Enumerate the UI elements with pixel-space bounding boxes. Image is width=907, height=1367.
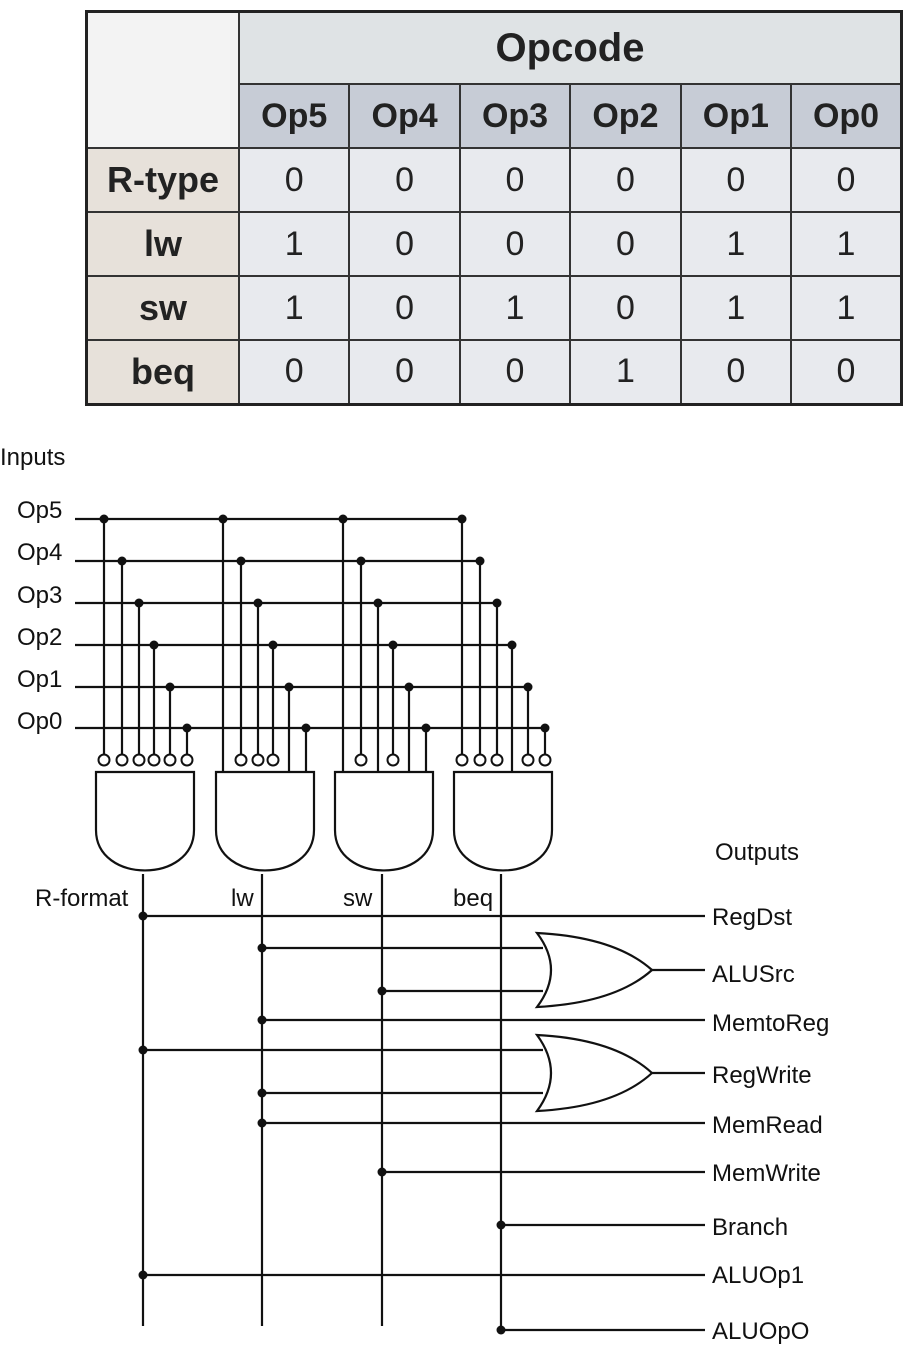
row-label: beq	[85, 339, 240, 405]
table-cell: 1	[679, 275, 793, 341]
row-label: sw	[85, 275, 240, 341]
outputs-title: Outputs	[715, 839, 799, 866]
table-row: lw 1 0 0 0 1 1	[85, 211, 903, 277]
table-cell: 1	[790, 211, 903, 277]
table-cell: 0	[790, 339, 903, 405]
junction-dot	[496, 1325, 506, 1335]
inverter-bubble	[234, 753, 248, 767]
table-cell: 0	[458, 339, 572, 405]
junction-dot	[377, 986, 387, 996]
junction-dot	[257, 1118, 267, 1128]
table-cell: 0	[458, 147, 572, 213]
gate-label-sw: sw	[343, 885, 373, 912]
row-label: R-type	[85, 147, 240, 213]
table-cell: 0	[348, 211, 461, 277]
regwrite-or-gate	[534, 1033, 654, 1113]
inverter-bubble	[455, 753, 469, 767]
table-cell: 0	[237, 339, 351, 405]
column-header-op4: Op4	[348, 83, 461, 149]
inverter-bubble	[386, 753, 400, 767]
gate-label-lw: lw	[231, 885, 254, 912]
inverter-bubble	[132, 753, 146, 767]
column-header-op5: Op5	[237, 83, 351, 149]
inverter-bubble	[251, 753, 265, 767]
input-label-op4: Op4	[17, 539, 62, 566]
junction-dot	[138, 1270, 148, 1280]
table-cell: 1	[679, 211, 793, 277]
and-gate	[452, 770, 554, 872]
and-gate	[214, 770, 316, 872]
inverter-bubble	[490, 753, 504, 767]
output-label-branch: Branch	[712, 1214, 788, 1241]
table-cell: 0	[348, 147, 461, 213]
inverter-bubble	[147, 753, 161, 767]
input-label-op2: Op2	[17, 624, 62, 651]
input-label-op0: Op0	[17, 708, 62, 735]
table-cell: 0	[348, 275, 461, 341]
output-label-memwrite: MemWrite	[712, 1160, 821, 1187]
output-label-regwrite: RegWrite	[712, 1062, 812, 1089]
junction-dot	[257, 1088, 267, 1098]
alusrc-or-gate	[534, 931, 654, 1009]
table-cell: 1	[237, 275, 351, 341]
inverter-bubble	[473, 753, 487, 767]
and-gate	[94, 770, 196, 872]
table-cell: 0	[348, 339, 461, 405]
table-cell: 0	[679, 147, 793, 213]
table-cell: 1	[569, 339, 682, 405]
table-cell: 1	[458, 275, 572, 341]
gate-label-beq: beq	[453, 885, 493, 912]
output-label-memread: MemRead	[712, 1112, 823, 1139]
inverter-bubble	[538, 753, 552, 767]
table-cell: 0	[569, 211, 682, 277]
inverter-bubble	[266, 753, 280, 767]
table-cell: 1	[790, 275, 903, 341]
column-header-op3: Op3	[458, 83, 572, 149]
table-cell: 0	[458, 211, 572, 277]
output-label-regdst: RegDst	[712, 904, 792, 931]
table-cell: 1	[237, 211, 351, 277]
table-row: beq 0 0 0 1 0 0	[85, 339, 903, 405]
opcode-header: Opcode	[238, 10, 903, 85]
column-header-op1: Op1	[679, 83, 793, 149]
junction-dot	[138, 911, 148, 921]
junction-dot	[377, 1167, 387, 1177]
inverter-bubble	[97, 753, 111, 767]
row-label: lw	[85, 211, 240, 277]
input-label-op5: Op5	[17, 497, 62, 524]
circuit-wires	[75, 514, 705, 1335]
output-label-alusrc: ALUSrc	[712, 961, 795, 988]
input-label-op1: Op1	[17, 666, 62, 693]
output-label-aluop0: ALUOpO	[712, 1318, 809, 1345]
inverter-bubble	[521, 753, 535, 767]
table-cell: 0	[679, 339, 793, 405]
gate-label-r-format: R-format	[35, 885, 129, 912]
table-row: sw 1 0 1 0 1 1	[85, 275, 903, 341]
junction-dot	[496, 1220, 506, 1230]
table-cell: 0	[790, 147, 903, 213]
junction-dot	[138, 1045, 148, 1055]
inverter-bubble	[163, 753, 177, 767]
junction-dot	[257, 943, 267, 953]
inverter-bubble	[354, 753, 368, 767]
output-label-aluop1: ALUOp1	[712, 1262, 804, 1289]
table-cell: 0	[237, 147, 351, 213]
inverter-bubble	[180, 753, 194, 767]
table-corner	[85, 10, 240, 149]
inputs-title: Inputs	[0, 444, 65, 471]
output-label-memtoreg: MemtoReg	[712, 1010, 829, 1037]
table-row: R-type 0 0 0 0 0 0	[85, 147, 903, 213]
column-header-op2: Op2	[569, 83, 682, 149]
input-label-op3: Op3	[17, 582, 62, 609]
table-cell: 0	[569, 275, 682, 341]
inverter-bubble	[115, 753, 129, 767]
and-gate	[333, 770, 435, 872]
junction-dot	[257, 1015, 267, 1025]
opcode-truth-table: Opcode Op5 Op4 Op3 Op2 Op1 Op0 R-type 0 …	[85, 10, 903, 406]
column-header-op0: Op0	[790, 83, 903, 149]
table-cell: 0	[569, 147, 682, 213]
